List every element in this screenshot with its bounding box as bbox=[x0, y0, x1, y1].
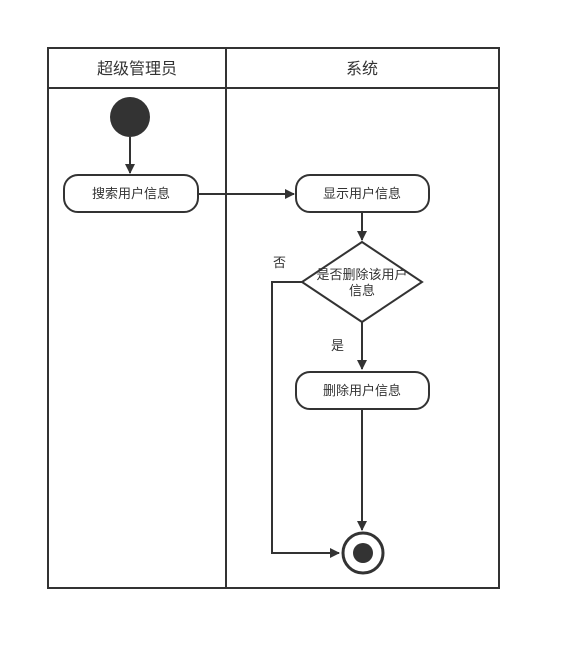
lane-title-admin: 超级管理员 bbox=[97, 59, 177, 78]
end-node-inner bbox=[353, 543, 373, 563]
edge-label-yes: 是 bbox=[331, 339, 344, 354]
action-display-user-label: 显示用户信息 bbox=[323, 186, 401, 202]
action-delete-user-label: 删除用户信息 bbox=[323, 383, 401, 399]
edge-label-no: 否 bbox=[273, 256, 286, 271]
edge-decision-no-to-end bbox=[271, 281, 340, 558]
lane-title-system: 系统 bbox=[346, 59, 378, 78]
decision-delete-user-label-line1: 是否删除该用户 bbox=[316, 267, 407, 283]
start-node bbox=[110, 97, 150, 137]
swimlane-frame bbox=[47, 47, 500, 589]
action-search-user-label: 搜索用户信息 bbox=[92, 186, 170, 202]
decision-delete-user-label-line2: 信息 bbox=[349, 283, 375, 299]
